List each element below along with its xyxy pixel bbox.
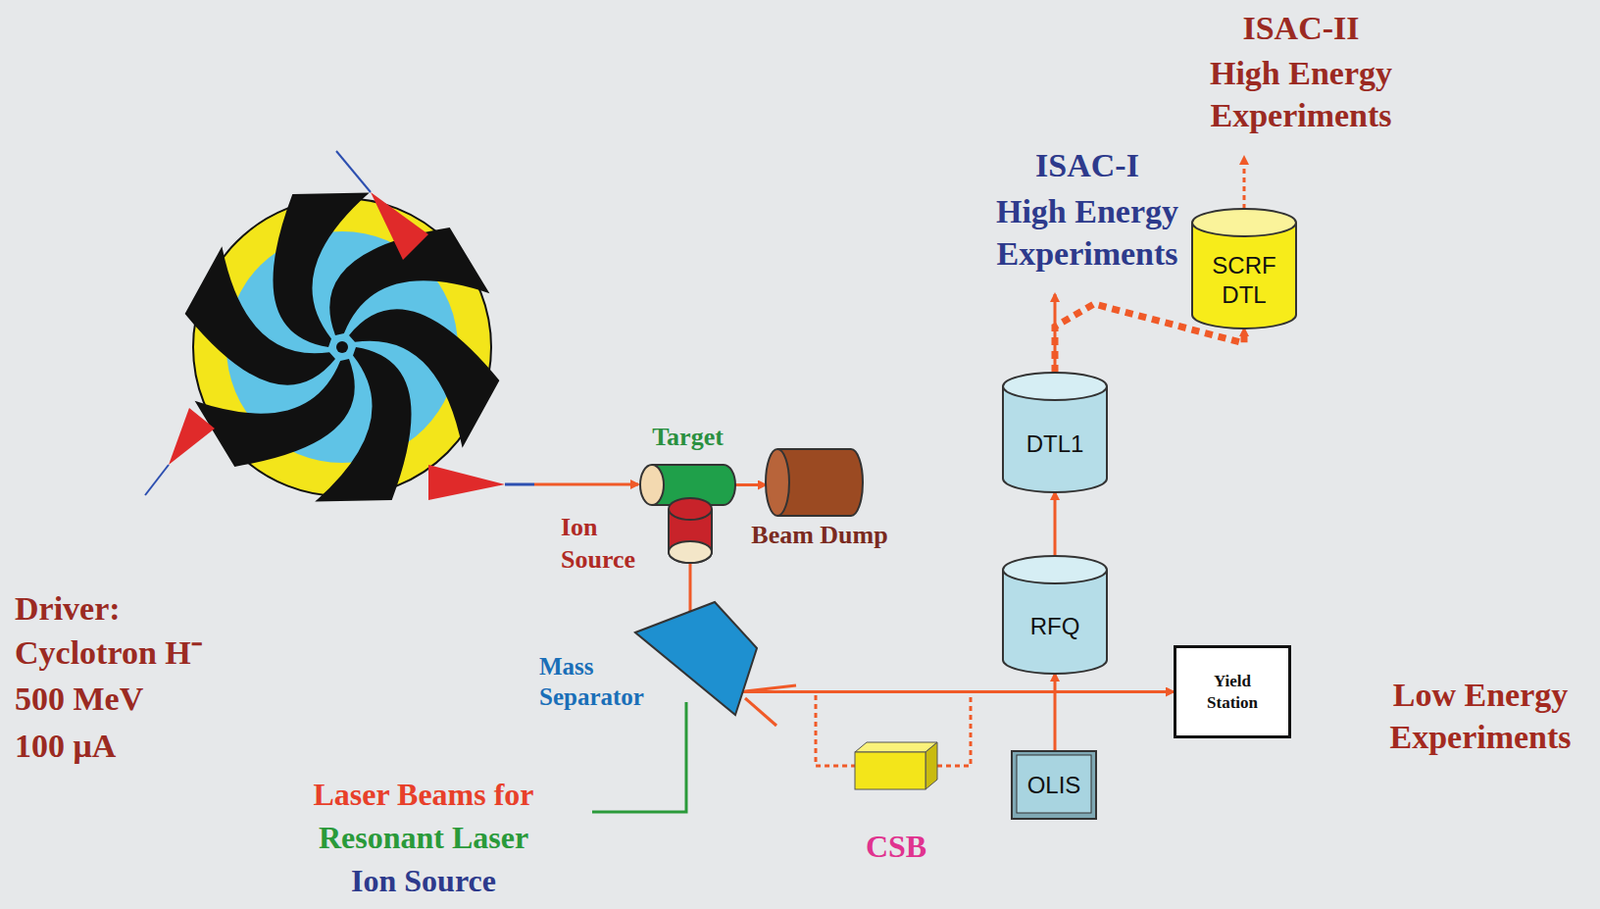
cylinder-top [668,498,712,520]
beam-connector [740,692,855,767]
beam-connector [1053,673,1057,750]
extraction-probe [168,407,215,465]
box-front [854,751,926,790]
component: Ion Source [668,498,712,563]
extraction-probe [428,464,505,500]
cylinder-top [1002,372,1107,400]
component: CSB [854,742,938,790]
diagram-label: High Energy Experiments [1183,52,1419,137]
cylinder-body [1002,569,1107,674]
diagram-label: Low Energy Experiments [1357,674,1600,758]
component: Yield Station [1173,645,1292,739]
extraction-line [336,150,371,193]
beam-connector [689,562,693,614]
component-label: Mass Separator [539,650,665,713]
component-label: OLIS [1016,770,1092,800]
component-label: DTL1 [1010,429,1100,459]
diagram-label: High Energy Experiments [969,191,1205,275]
cylinder-body [777,449,863,516]
component: OLIS [1010,750,1098,820]
source-box [1011,750,1097,819]
beam-line [1243,156,1247,209]
beam-line [1053,294,1057,373]
diagram-label: Resonant Laser [227,817,620,857]
component-label: Ion Source [560,511,659,576]
diagram-label: ISAC-I [969,145,1205,188]
diagram-label: Ion Source [227,860,620,900]
diagram-label: Laser Beams for [227,774,620,814]
separator-magnet [635,601,757,715]
beam-line [504,483,535,487]
cyclotron [185,192,500,501]
cylinder-top [1002,555,1107,584]
component-shape [1173,645,1292,739]
extraction-probe [370,192,429,260]
beam-connector [1053,492,1057,556]
box-top [854,742,938,752]
component-label: RFQ [1010,611,1100,642]
component-shape [668,498,712,563]
diagram-label: 100 μA [14,725,329,768]
beam-connector [735,483,766,487]
diagram-label: Cyclotron H⁻ [14,632,329,675]
component: SCRF DTL [1192,208,1297,329]
diagram-label: 500 MeV [14,678,329,721]
component-label: SCRF DTL [1200,250,1289,310]
diagram-label: ISAC-II [1163,7,1439,50]
component: Beam Dump [765,449,863,516]
component-label: CSB [835,826,957,866]
cylinder-top [1192,208,1297,237]
cylinder-end [668,541,712,563]
component-shape [765,449,863,516]
diagram-label: Driver: [14,588,329,631]
cylinder-end [640,464,664,505]
beam-line [745,698,777,726]
component: RFQ [1002,555,1107,674]
component-shape [635,601,757,715]
cyclotron-sector [349,308,500,448]
cyclotron-centre [336,341,349,353]
laser-line [592,701,687,812]
component: Mass Separator [635,601,757,715]
cylinder-body [1192,222,1297,329]
source-face [1016,754,1092,813]
bypass-line [937,691,971,766]
beam-line [534,483,639,487]
component-label: Beam Dump [736,519,903,552]
box-side [925,742,938,790]
station-box [1175,647,1291,738]
cylinder-end [765,449,790,516]
extraction-line [145,464,169,496]
component-label: Yield Station [1191,670,1274,713]
cylinder-body [1002,386,1107,493]
component-shape [854,742,938,790]
component-label: Target [620,421,755,454]
component: DTL1 [1002,372,1107,493]
